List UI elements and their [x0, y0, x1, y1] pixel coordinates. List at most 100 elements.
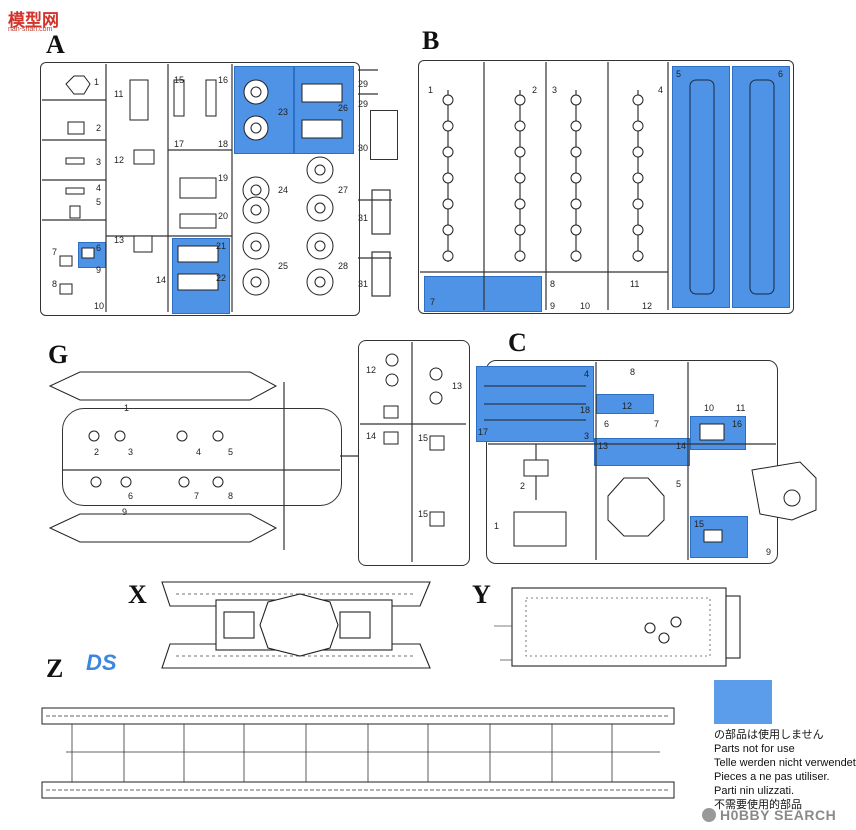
part-g14: 14: [366, 431, 377, 441]
legend-line-fr: Pieces a ne pas utiliser.: [714, 771, 830, 783]
part-g7: 7: [194, 491, 200, 501]
part-b4: 4: [658, 85, 664, 95]
part-a25: 25: [278, 261, 289, 271]
part-b12: 12: [642, 301, 653, 311]
part-a2: 2: [96, 123, 102, 133]
part-g2: 2: [94, 447, 100, 457]
part-c18: 18: [580, 405, 591, 415]
part-a21: 21: [216, 241, 227, 251]
part-g3: 3: [128, 447, 134, 457]
part-c11: 11: [736, 403, 746, 413]
part-a15: 15: [174, 75, 185, 85]
part-a30: 30: [358, 143, 369, 153]
part-c12: 12: [622, 401, 633, 411]
site-logo-text: 模型网: [8, 11, 59, 31]
sprue-b-unused-5: [672, 66, 730, 308]
part-c13: 13: [598, 441, 609, 451]
part-g8: 8: [228, 491, 234, 501]
sprue-a-letter: A: [46, 30, 65, 59]
part-a16: 16: [218, 75, 229, 85]
part-c1: 1: [494, 521, 500, 531]
part-a29-bottom: 29: [358, 99, 369, 109]
part-c10: 10: [704, 403, 715, 413]
sprue-b-unused-6: [732, 66, 790, 308]
ds-logo: DS: [86, 650, 117, 675]
sprue-b-unused-7: [424, 276, 542, 312]
part-g12: 12: [366, 365, 377, 375]
part-c8: 8: [630, 367, 636, 377]
part-c6: 6: [604, 419, 610, 429]
part-b1: 1: [428, 85, 434, 95]
sprue-g-panel: [358, 340, 470, 566]
part-c3: 3: [584, 431, 590, 441]
part-a9: 9: [96, 265, 102, 275]
part-c9: 9: [766, 547, 772, 557]
part-a7: 7: [52, 247, 58, 257]
part-a14: 14: [156, 275, 167, 285]
site-logo-sub: nan-shan.com: [8, 26, 53, 33]
sprue-g-frame: [62, 408, 342, 506]
part-b11: 11: [630, 279, 640, 289]
part-a27: 27: [338, 185, 349, 195]
part-a29-top: 29: [358, 79, 369, 89]
part-a20: 20: [218, 211, 229, 221]
legend-line-zh: 不需要使用的部品: [714, 799, 802, 811]
part-b7: 7: [430, 297, 436, 307]
part-b3: 3: [552, 85, 558, 95]
legend-line-it: Parti nin ulizzati.: [714, 785, 795, 797]
watermark-logo-icon: [702, 808, 716, 822]
part-g13: 13: [452, 381, 463, 391]
watermark: H0BBY SEARCH: [702, 806, 852, 826]
sprue-a-unused-23: [234, 66, 294, 154]
sprue-z-letter: Z: [46, 654, 64, 683]
part-a17: 17: [174, 139, 185, 149]
part-a11: 11: [114, 89, 124, 99]
part-a13: 13: [114, 235, 125, 245]
part-b5: 5: [676, 69, 682, 79]
part-g15-bottom: 15: [418, 509, 429, 519]
sprue-g-letter: G: [48, 340, 69, 369]
sprue-c-unused-15: [690, 516, 748, 558]
part-a18: 18: [218, 139, 229, 149]
part-a6: 6: [96, 243, 102, 253]
part-g4: 4: [196, 447, 202, 457]
sprue-x-letter: X: [128, 580, 147, 609]
legend-swatch: [714, 680, 772, 724]
sprue-y-letter: Y: [472, 580, 491, 609]
part-c14: 14: [676, 441, 687, 451]
part-a5: 5: [96, 197, 102, 207]
sprue-c-letter: C: [508, 328, 527, 357]
sprue-a-tab-30: [370, 110, 398, 160]
part-a31-bottom: 31: [358, 279, 369, 289]
part-a31-top: 31: [358, 213, 369, 223]
part-a3: 3: [96, 157, 102, 167]
part-a4: 4: [96, 183, 102, 193]
part-b2: 2: [532, 85, 538, 95]
part-a23: 23: [278, 107, 289, 117]
part-a26: 26: [338, 103, 349, 113]
sprue-b-letter: B: [422, 26, 440, 55]
part-c16: 16: [732, 419, 743, 429]
sprue-c-unused-13: [594, 438, 690, 466]
watermark-text: H0BBY SEARCH: [720, 807, 837, 823]
part-b6: 6: [778, 69, 784, 79]
legend-line-de: Telle werden nicht verwendet.: [714, 757, 856, 769]
legend-line-en: Parts not for use: [714, 743, 795, 755]
part-a12: 12: [114, 155, 125, 165]
part-c5: 5: [676, 479, 682, 489]
legend-line-ja: の部品は使用しません: [714, 729, 824, 741]
sprue-a-unused-26: [294, 66, 354, 154]
part-a22: 22: [216, 273, 227, 283]
part-c17: 17: [478, 427, 489, 437]
part-a8: 8: [52, 279, 58, 289]
part-c4: 4: [584, 369, 590, 379]
part-c15: 15: [694, 519, 705, 529]
part-b8: 8: [550, 279, 556, 289]
